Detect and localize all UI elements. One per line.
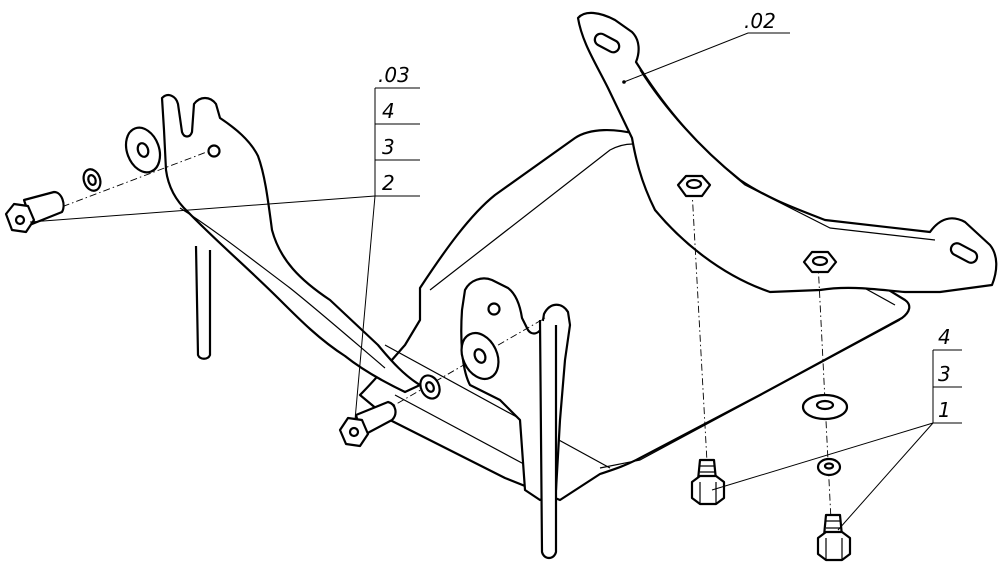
front-bolt [338,400,397,448]
callout-02: .02 [623,9,790,83]
callout-stack-right: 4 3 1 [711,325,962,531]
callout-label-right-3: 3 [938,362,951,386]
rear-nut-right [802,250,838,274]
callout-label-right-4: 4 [938,325,951,349]
left-lock-washer [82,168,102,192]
front-flat-washer [460,331,500,381]
lower-bolt-right [816,513,852,562]
callout-stack-left: .03 4 3 2 [29,63,420,421]
callout-label-right-1: 1 [938,398,951,422]
front-bracket [460,277,572,560]
skid-plate [358,128,911,502]
rear-nut-left [676,174,712,198]
side-slot [949,242,979,264]
front-lock-washer [419,374,441,400]
upper-slot [593,32,621,54]
lower-bolt-left [690,458,726,506]
left-flat-washer [124,126,162,174]
left-bracket [160,94,422,394]
callout-label-left-3: 3 [382,135,395,159]
left-bolt [4,190,65,234]
right-lock-washer [816,457,842,477]
bracket-hole [487,302,501,316]
callout-label-03: .03 [378,63,410,87]
callout-label-left-2: 2 [382,171,395,195]
callout-label-left-4: 4 [382,99,395,123]
right-flat-washer [801,393,849,421]
callout-label-02: .02 [744,9,776,33]
